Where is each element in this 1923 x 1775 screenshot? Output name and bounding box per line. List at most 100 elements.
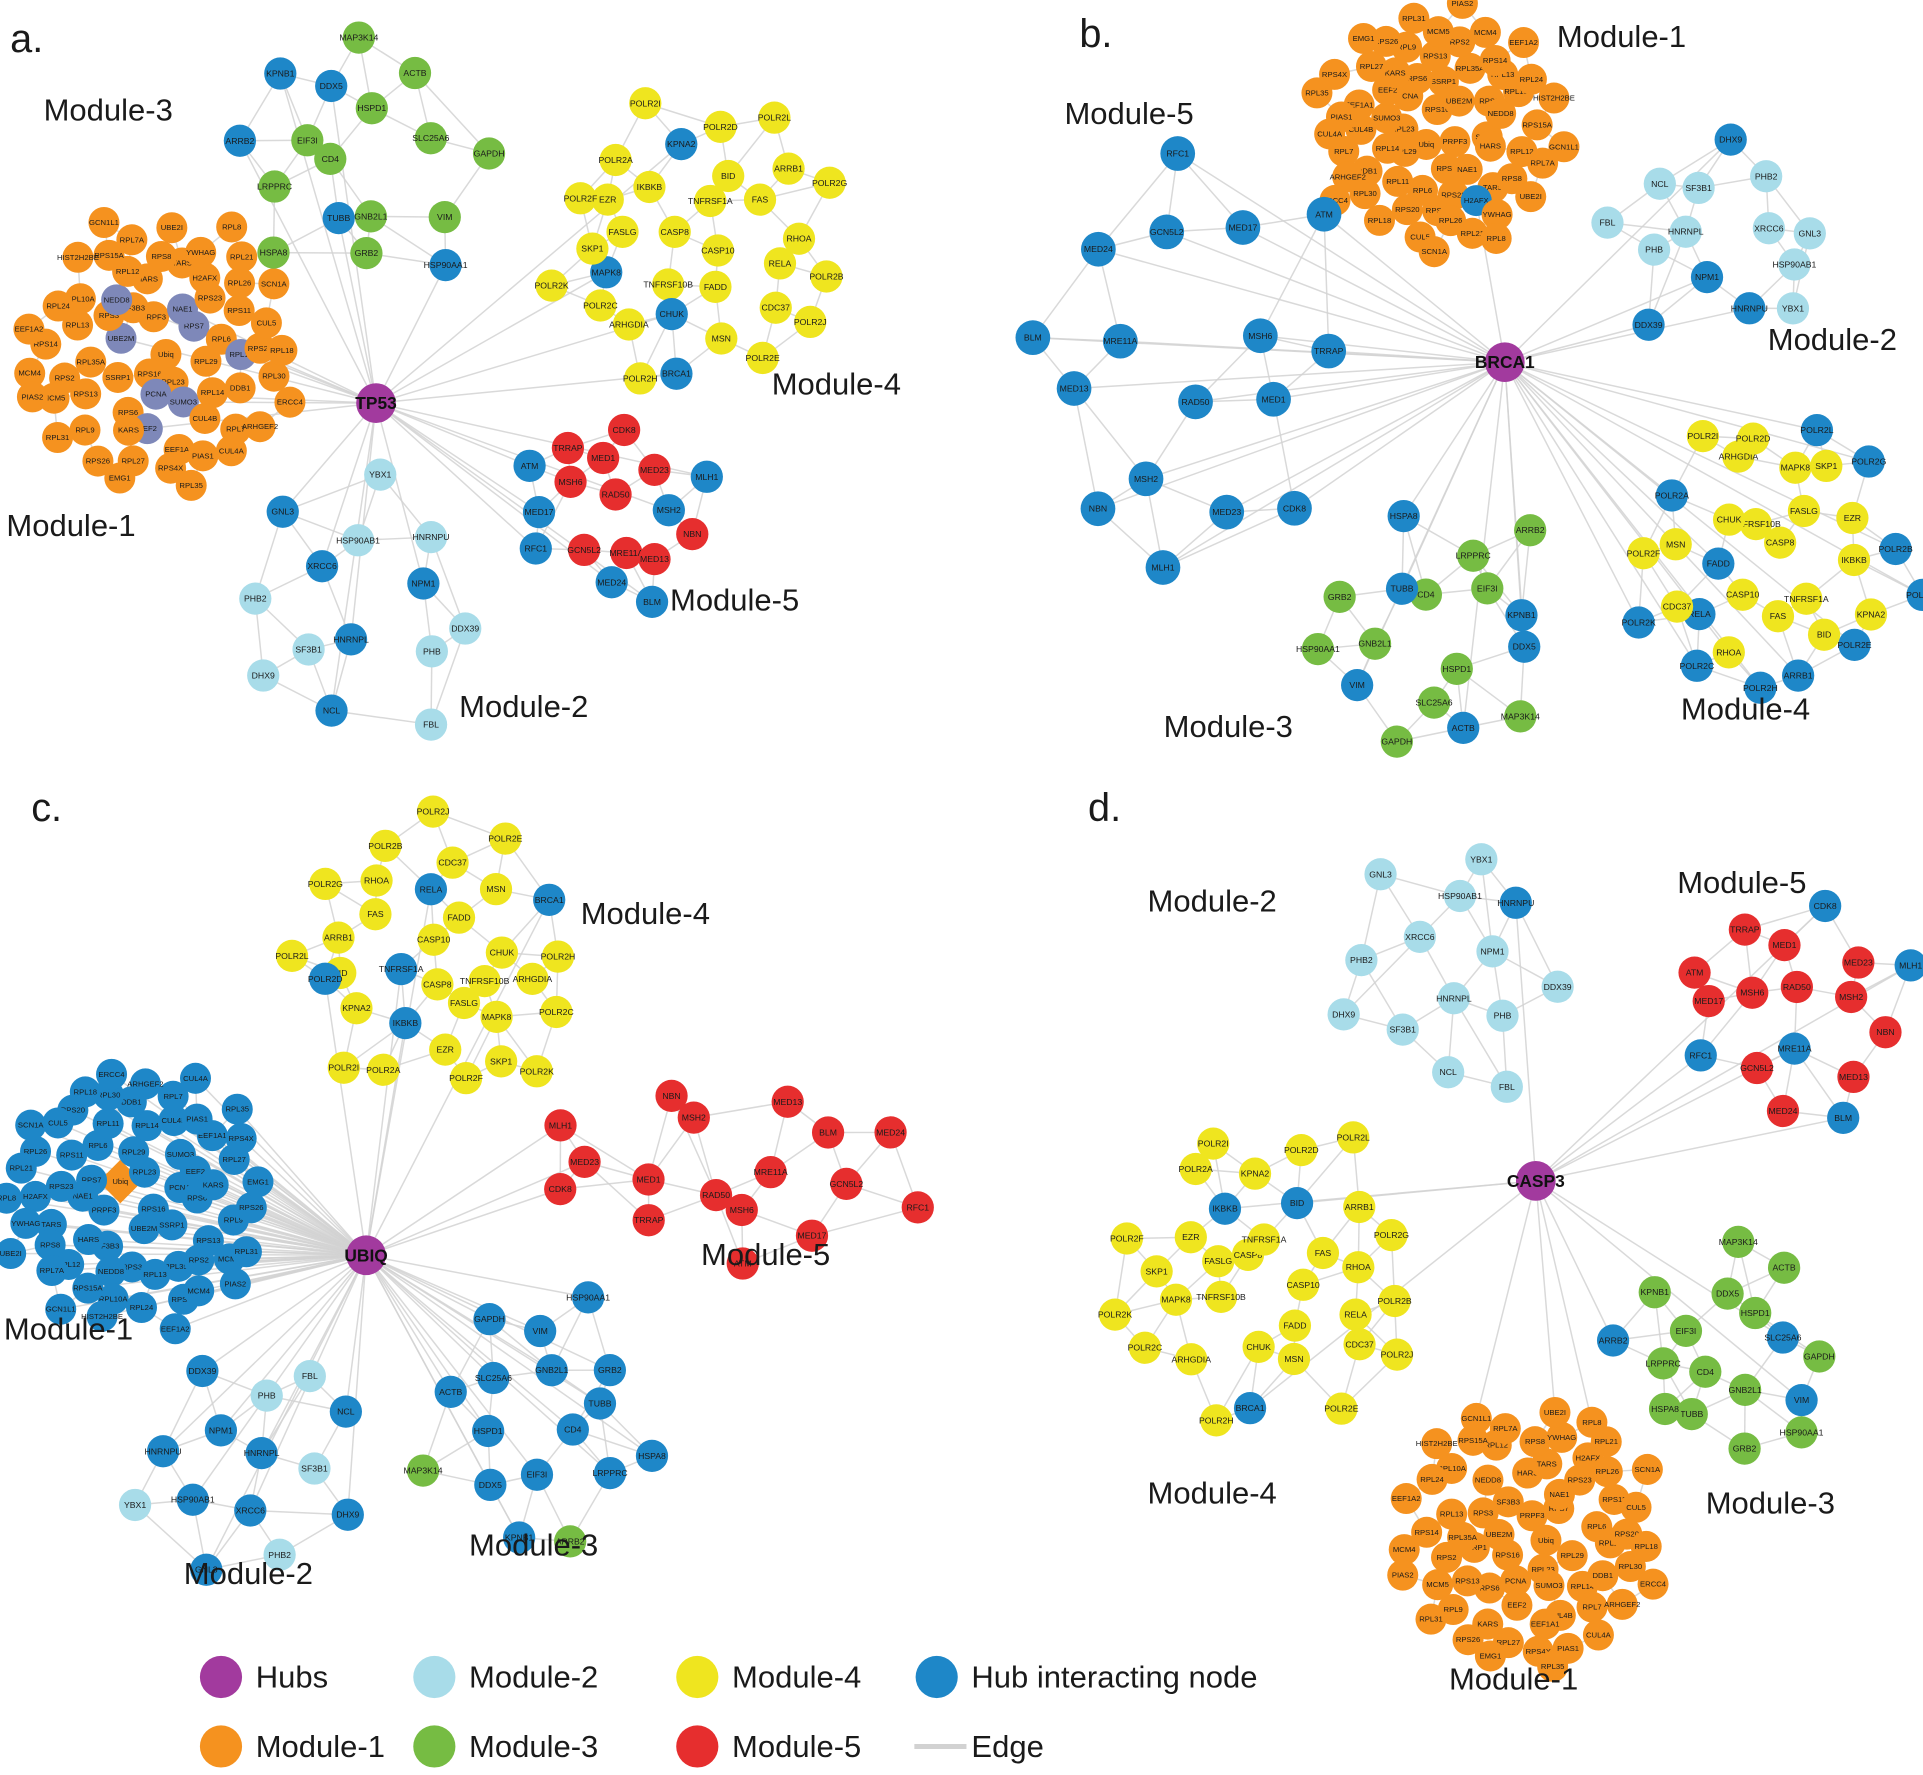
gene-node[interactable] (607, 413, 641, 447)
gene-node[interactable] (638, 453, 671, 487)
gene-node[interactable] (472, 1414, 505, 1448)
gene-node[interactable] (593, 1456, 627, 1490)
gene-node[interactable] (1385, 572, 1419, 605)
gene-node[interactable] (1015, 320, 1051, 356)
gene-node[interactable] (599, 478, 632, 511)
gene-node[interactable] (167, 386, 199, 418)
gene-node[interactable] (1418, 236, 1450, 268)
gene-node[interactable] (1537, 1650, 1569, 1682)
gene-node[interactable] (1879, 532, 1912, 566)
gene-node[interactable] (1591, 206, 1624, 239)
gene-node[interactable] (176, 1483, 209, 1516)
gene-node[interactable] (275, 939, 309, 973)
gene-node[interactable] (224, 372, 256, 404)
gene-node[interactable] (1766, 1321, 1800, 1354)
gene-node[interactable] (665, 128, 698, 161)
gene-node[interactable] (1355, 50, 1387, 82)
gene-node[interactable] (45, 1170, 77, 1202)
hub-node[interactable] (346, 1235, 386, 1276)
gene-node[interactable] (291, 124, 324, 157)
gene-node[interactable] (82, 445, 114, 477)
gene-node[interactable] (472, 137, 506, 170)
gene-node[interactable] (1388, 1534, 1420, 1566)
gene-node[interactable] (635, 585, 669, 619)
gene-node[interactable] (1837, 543, 1871, 577)
gene-node[interactable] (1467, 1497, 1499, 1529)
gene-node[interactable] (449, 1062, 483, 1095)
gene-node[interactable] (652, 494, 685, 527)
gene-node[interactable] (1102, 323, 1138, 359)
gene-node[interactable] (1504, 700, 1537, 733)
hub-node[interactable] (1484, 342, 1525, 383)
gene-node[interactable] (1301, 632, 1335, 666)
gene-node[interactable] (1714, 123, 1747, 156)
gene-node[interactable] (612, 308, 646, 341)
gene-node[interactable] (1287, 1268, 1320, 1301)
gene-node[interactable] (551, 431, 585, 465)
gene-node[interactable] (189, 262, 221, 294)
gene-node[interactable] (795, 1219, 829, 1252)
gene-node[interactable] (42, 422, 74, 454)
gene-node[interactable] (1669, 215, 1702, 248)
gene-node[interactable] (1485, 97, 1517, 129)
gene-node[interactable] (1852, 445, 1885, 478)
gene-node[interactable] (632, 1204, 665, 1237)
gene-node[interactable] (1778, 248, 1811, 281)
gene-node[interactable] (139, 1258, 171, 1290)
gene-node[interactable] (34, 1229, 66, 1261)
gene-node[interactable] (1733, 292, 1766, 325)
gene-node[interactable] (1803, 1340, 1836, 1373)
gene-node[interactable] (118, 1488, 152, 1522)
gene-node[interactable] (1842, 946, 1875, 979)
gene-node[interactable] (327, 1051, 360, 1084)
gene-node[interactable] (1419, 40, 1451, 72)
gene-node[interactable] (677, 1101, 710, 1134)
gene-node[interactable] (1247, 1223, 1281, 1256)
gene-node[interactable] (1483, 1519, 1515, 1551)
gene-node[interactable] (1301, 77, 1333, 109)
gene-node[interactable] (258, 268, 290, 300)
gene-node[interactable] (224, 267, 256, 299)
gene-node[interactable] (1736, 422, 1770, 455)
gene-node[interactable] (62, 309, 94, 341)
gene-node[interactable] (1515, 181, 1547, 213)
gene-node[interactable] (314, 142, 347, 176)
gene-node[interactable] (629, 87, 662, 120)
gene-node[interactable] (1631, 1453, 1663, 1485)
gene-node[interactable] (568, 1145, 601, 1178)
gene-node[interactable] (215, 435, 247, 467)
gene-node[interactable] (1480, 222, 1512, 254)
gene-node[interactable] (1110, 1222, 1144, 1255)
gene-node[interactable] (1807, 618, 1841, 651)
gene-node[interactable] (305, 550, 339, 583)
gene-node[interactable] (479, 873, 513, 906)
gene-node[interactable] (524, 1314, 557, 1348)
gene-node[interactable] (1280, 1187, 1314, 1220)
gene-node[interactable] (414, 122, 447, 155)
gene-node[interactable] (118, 1136, 150, 1168)
gene-node[interactable] (1739, 508, 1773, 541)
gene-node[interactable] (1489, 1413, 1521, 1445)
gene-node[interactable] (1648, 1392, 1682, 1426)
gene-node[interactable] (14, 357, 46, 389)
gene-node[interactable] (1541, 970, 1574, 1003)
gene-node[interactable] (1278, 1309, 1312, 1342)
gene-node[interactable] (704, 110, 737, 144)
gene-node[interactable] (234, 1494, 267, 1527)
gene-node[interactable] (447, 986, 481, 1020)
gene-node[interactable] (655, 1079, 688, 1112)
gene-node[interactable] (104, 462, 136, 494)
gene-node[interactable] (699, 270, 732, 303)
gene-node[interactable] (1277, 490, 1312, 526)
gene-node[interactable] (125, 1292, 158, 1324)
gene-node[interactable] (175, 469, 207, 501)
gene-node[interactable] (474, 1468, 507, 1502)
gene-node[interactable] (1358, 627, 1392, 660)
gene-node[interactable] (1726, 578, 1759, 611)
gene-node[interactable] (1606, 1588, 1638, 1620)
gene-node[interactable] (0, 1182, 23, 1214)
gene-node[interactable] (340, 992, 373, 1025)
gene-node[interactable] (367, 1053, 400, 1086)
gene-node[interactable] (1202, 1245, 1235, 1278)
gene-node[interactable] (1387, 499, 1420, 533)
